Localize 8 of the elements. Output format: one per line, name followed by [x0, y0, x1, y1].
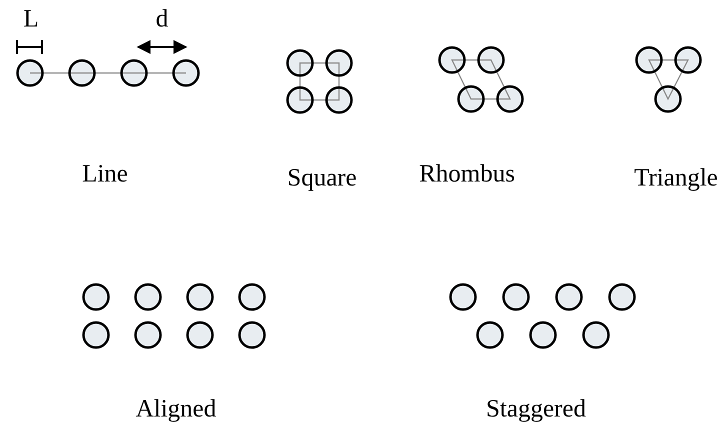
caption-label: Square: [287, 166, 357, 190]
caption-label: Rhombus: [419, 162, 515, 186]
caption-label: Line: [82, 162, 128, 186]
caption-label: Aligned: [136, 396, 216, 422]
dimension-label: L: [23, 6, 39, 32]
caption-label: Staggered: [486, 396, 586, 422]
caption-label: Triangle: [634, 166, 718, 190]
dimension-label: d: [156, 6, 168, 32]
